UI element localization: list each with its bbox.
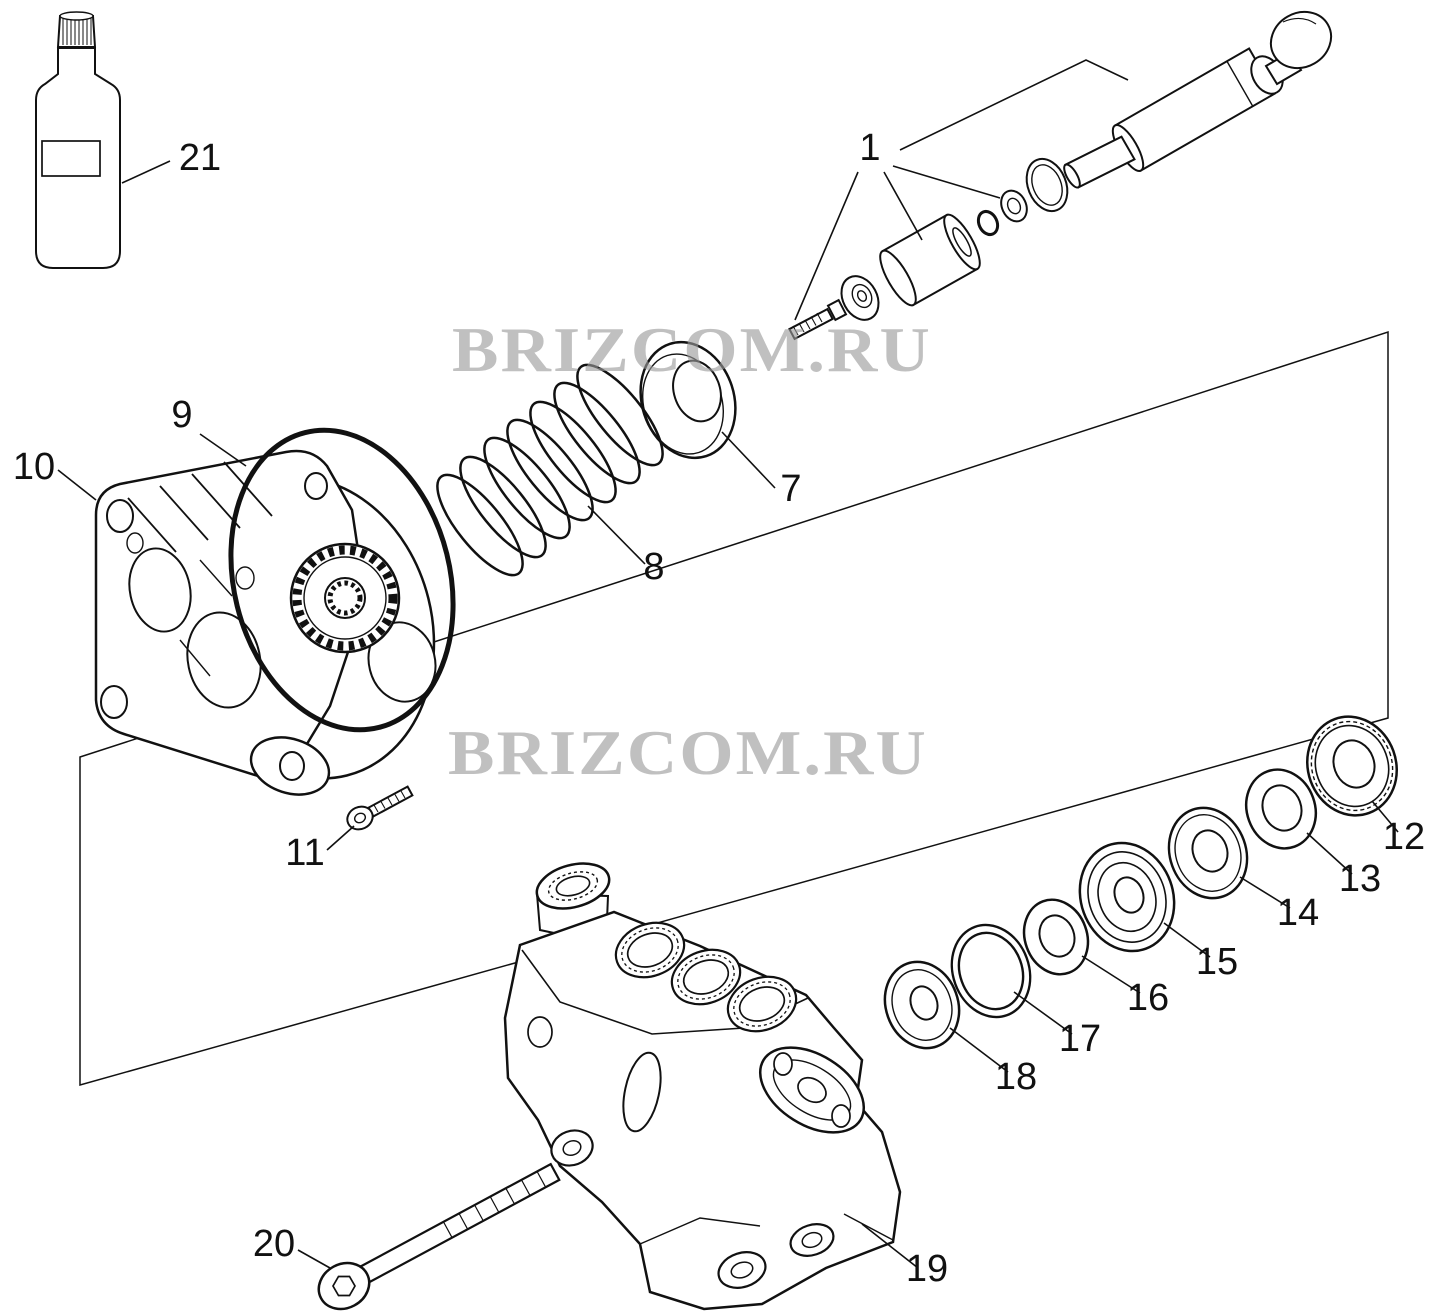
part-10-pump-housing [94,449,437,796]
part-label-17: 17 [1059,1018,1101,1060]
part-19-valve-block [503,862,902,1311]
part-label-18: 18 [995,1056,1037,1098]
part-16-washer [1022,898,1090,976]
part-label-20: 20 [253,1223,295,1265]
part-7-pressure-ring [639,340,737,460]
part-label-13: 13 [1339,858,1381,900]
watermark-text-bottom: BRIZCOM.RU [448,717,928,788]
part-15-grooved-seal [1078,841,1176,953]
part-label-7: 7 [780,468,801,510]
part-9-o-ring [228,427,456,733]
part-label-14: 14 [1277,892,1319,934]
part-label-1: 1 [859,127,880,169]
part-label-12: 12 [1383,816,1425,858]
pump-gear-hub [289,542,401,654]
part-label-10: 10 [13,446,55,488]
part-label-8: 8 [643,546,664,588]
part-label-15: 15 [1196,941,1238,983]
part-labels: 1 7 8 9 10 11 12 13 14 15 16 17 18 19 20… [13,127,1425,1290]
part-11-screw [346,785,414,831]
part-label-9: 9 [171,394,192,436]
part-21-oil-bottle [35,11,121,269]
section-plane-outline [79,330,1389,1086]
part-label-11: 11 [285,832,324,874]
leader-lines [57,59,1399,1269]
part-14-seal-ring [1167,806,1249,900]
part-20-socket-bolt [317,1162,561,1311]
part-label-21: 21 [179,137,221,179]
watermark-text-top: BRIZCOM.RU [452,314,932,385]
part-18-oil-seal [883,960,961,1050]
part-17-o-ring [950,923,1032,1019]
part-label-16: 16 [1127,977,1169,1019]
part-12-threaded-gland [1306,715,1398,817]
part-13-washer [1244,768,1318,850]
part-8-spring [436,363,664,577]
part-label-19: 19 [906,1248,948,1290]
part-1-piston-assembly [788,10,1333,341]
